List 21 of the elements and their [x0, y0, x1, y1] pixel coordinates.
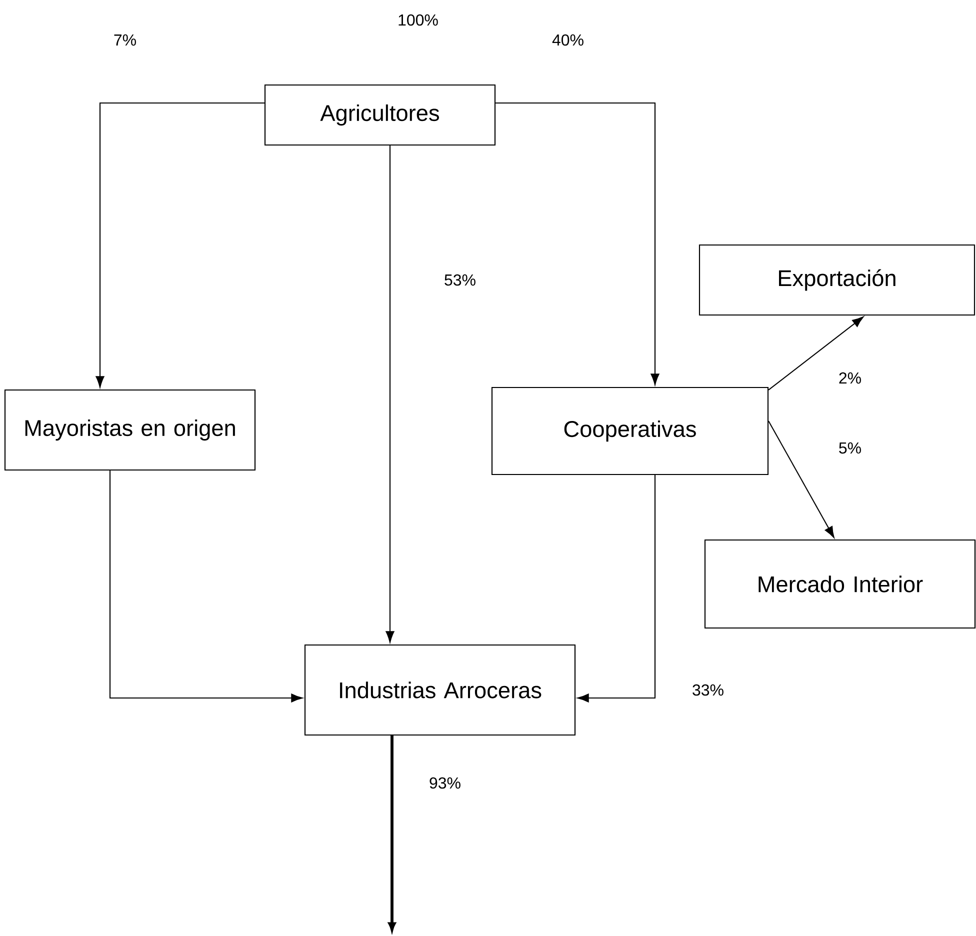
arrow	[496, 102, 660, 386]
arrow	[96, 102, 264, 388]
arrow	[768, 316, 864, 390]
flow-box: Cooperativas	[491, 386, 769, 476]
flow-box: Mayoristas en origen	[4, 389, 256, 471]
arrow	[768, 420, 834, 538]
edge-label: 7%	[112, 33, 138, 47]
arrow	[109, 470, 303, 702]
percentage-label: 100%	[398, 14, 438, 26]
flow-box: Industrias Arroceras	[304, 644, 576, 736]
flow-box: Exportación	[698, 244, 976, 316]
arrow	[577, 475, 656, 702]
edge-label: 5%	[837, 441, 863, 455]
edge-label: 53%	[442, 273, 478, 287]
flow-box: Agricultores	[264, 84, 496, 146]
edge-label: 93%	[428, 776, 462, 790]
edge-label: 33%	[690, 683, 726, 697]
arrow	[386, 146, 394, 643]
edge-label: 40%	[550, 33, 586, 47]
edge-label: 2%	[837, 371, 863, 385]
flow-box: Mercado Interior	[704, 539, 976, 629]
